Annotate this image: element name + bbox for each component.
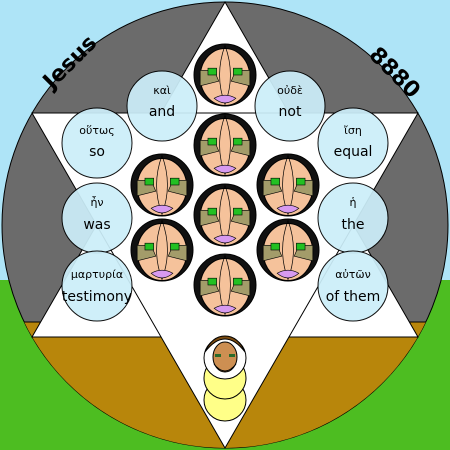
face-eye-right [170,242,180,251]
face [130,218,194,282]
bubble-english: equal [334,144,373,160]
face-collar [150,269,174,279]
faces-layer [130,43,320,317]
bubble-testimony: μαρτυρία testimony [61,250,133,322]
face-eye-left [270,242,280,251]
face-collar [276,269,300,279]
face-eye-right [296,242,306,251]
face [193,113,257,177]
face-collar [276,204,300,214]
face-eye-left [144,177,154,186]
bubble-greek: οὐδὲ [277,84,303,97]
face-eye-left [207,207,217,216]
face [130,153,194,217]
bubble-english: was [83,217,110,233]
face [256,153,320,217]
face-eye-left [207,277,217,286]
face-collar [150,204,174,214]
center-hair [204,335,246,353]
face-collar [213,164,237,174]
face-eye-right [296,177,306,186]
face-collar [213,304,237,314]
face [193,253,257,317]
bubble-not: οὐδὲ not [254,70,326,142]
face-eye-left [270,177,280,186]
bubble-of-them: αὐτῶν of them [317,250,389,322]
bubble-and: καὶ and [126,70,198,142]
face [193,43,257,107]
face-collar [213,94,237,104]
word-bubbles: καὶ and οὐδὲ not οὕτως so ἴση equal ἦν w… [61,70,389,322]
face [193,183,257,247]
center-face [212,341,238,373]
face-eye-left [207,67,217,76]
face-eye-left [144,242,154,251]
face-eye-right [233,277,243,286]
center-beard [213,363,237,372]
center-eye-right [229,354,235,357]
bubble-greek: οὕτως [79,124,114,137]
face-collar [213,234,237,244]
bubble-english: of them [326,289,381,305]
face [256,218,320,282]
bubble-english: the [342,217,365,233]
bubble-greek: μαρτυρία [71,268,123,281]
bubble-so: οὕτως so [61,107,133,179]
face-eye-right [233,137,243,146]
bubble-english: testimony [62,289,132,305]
face-eye-right [233,67,243,76]
bubble-the: ἡ the [317,182,389,254]
face-eye-left [207,137,217,146]
face-eye-right [170,177,180,186]
bubble-greek: ἴση [344,124,362,137]
bubble-greek: ἡ [350,196,357,209]
bubble-greek: ἦν [90,196,103,209]
center-figure [203,335,247,422]
bubble-equal: ἴση equal [317,107,389,179]
bubble-english: and [149,104,175,120]
face-eye-right [233,207,243,216]
bubble-was: ἦν was [61,182,133,254]
bubble-english: so [89,144,105,160]
bubble-greek: αὐτῶν [335,268,371,281]
bubble-greek: καὶ [153,84,171,97]
center-eye-left [215,354,221,357]
bubble-english: not [279,104,302,120]
